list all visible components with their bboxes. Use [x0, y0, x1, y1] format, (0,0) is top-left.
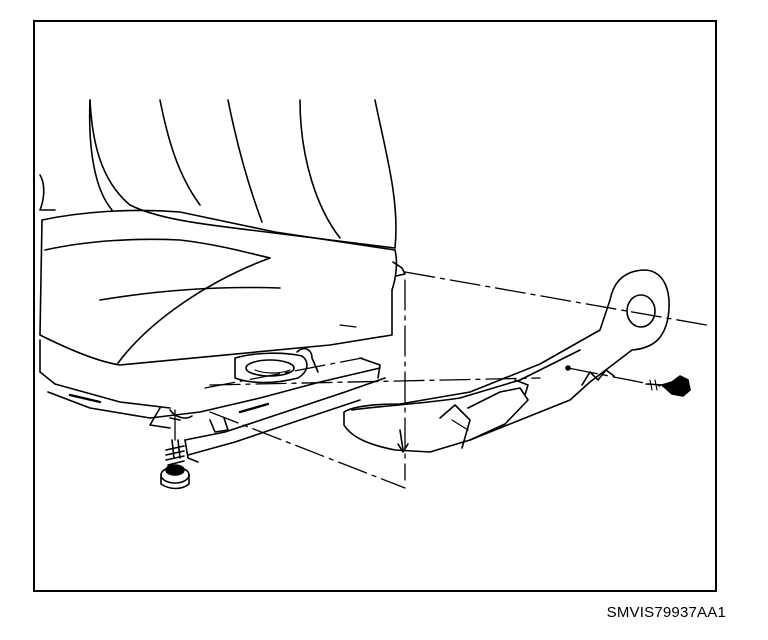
seat-side-cover	[344, 270, 669, 452]
figure-id-label: SMVIS79937AA1	[606, 604, 726, 621]
seat-back	[40, 100, 396, 248]
diagram-frame	[33, 20, 717, 592]
rear-screw-icon	[646, 376, 690, 396]
assembly-leader-lines	[175, 272, 712, 488]
pivot-hole	[627, 295, 655, 327]
front-bolt-icon	[161, 418, 189, 489]
seat-cushion	[40, 210, 405, 365]
